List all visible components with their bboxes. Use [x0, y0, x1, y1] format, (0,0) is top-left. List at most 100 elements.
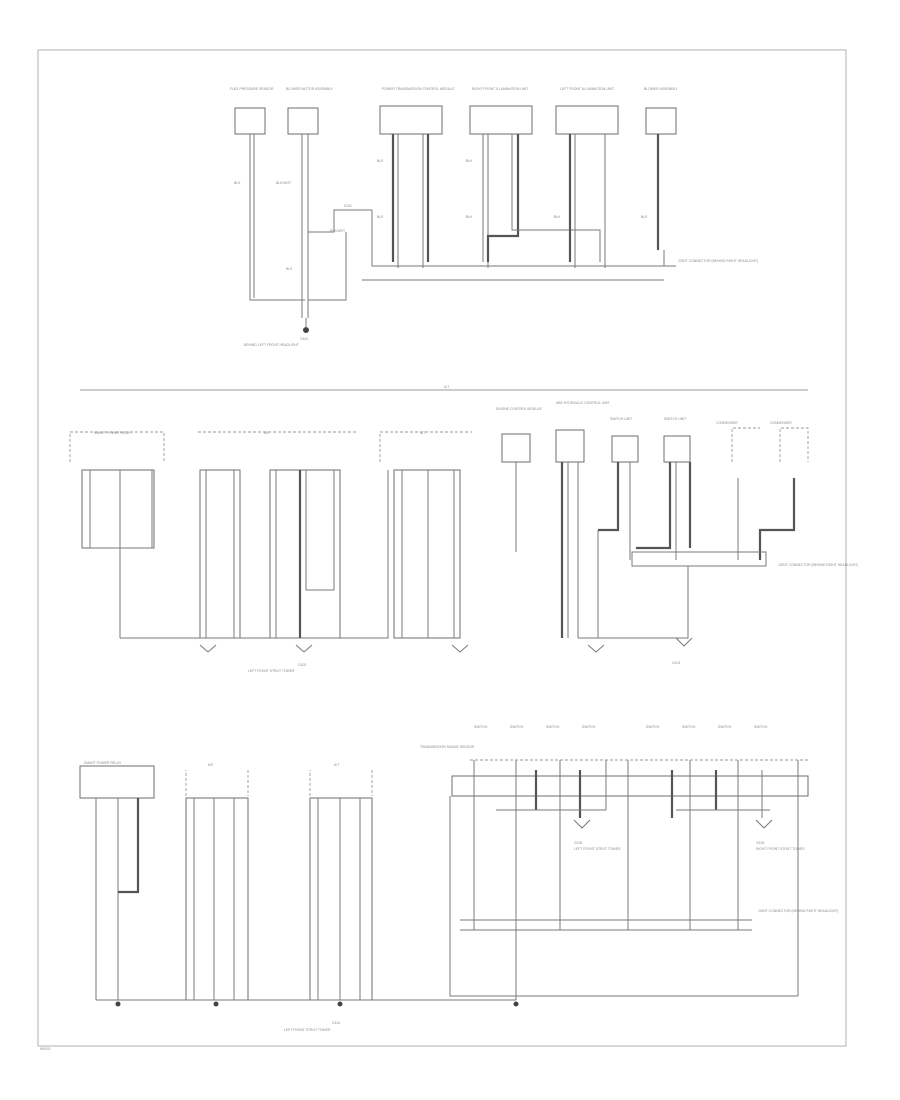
ground-description: BEHIND LEFT FRONT HEADLIGHT: [244, 343, 299, 347]
group-label: ENGINE CONTROL MODULE: [496, 407, 543, 411]
component-box: [555, 105, 619, 135]
ground-description: LEFT FRONT STRUT TOWER: [248, 669, 295, 673]
ground-point: [115, 1001, 121, 1007]
group-bracket: [69, 431, 165, 462]
ground-description: LEFT FRONT STRUT TOWER: [284, 1028, 331, 1032]
wire-label: BLK/WHT: [276, 181, 291, 185]
connector-note: JOINT CONNECTOR (BEHIND RIGHT HEADLIGHT): [778, 563, 858, 567]
component-label: BLOWER MOTOR ASSEMBLY: [286, 87, 334, 91]
ground-symbol: [573, 819, 591, 829]
wire: [631, 551, 767, 567]
component-box: [451, 775, 809, 797]
group-label: A/T: [334, 763, 339, 767]
ground-point: [213, 1001, 219, 1007]
wire: [120, 470, 389, 639]
divider-label: A/T: [444, 385, 449, 389]
connector-note: JOINT CONNECTOR (BEHIND RIGHT HEADLIGHT): [678, 259, 758, 263]
wire-label: BLK: [554, 215, 561, 219]
wire: [249, 134, 305, 301]
ground-symbol: [451, 644, 469, 653]
wire-label: BLK: [286, 267, 293, 271]
wire-label: BLK/WHT: [330, 229, 345, 233]
top-section: FUEL PRESSURE SENSOR BLOWER MOTOR ASSEMB…: [230, 87, 758, 347]
ground-label: G103: [672, 661, 680, 665]
component-box: [234, 107, 266, 135]
ground-symbol: [587, 644, 605, 653]
wire-label: BLK: [466, 215, 473, 219]
component-box: [79, 765, 155, 799]
ground-label: G104: [332, 1021, 340, 1025]
switch-label: SWITCH: [546, 725, 560, 729]
group-bracket: [185, 770, 249, 796]
wire: [449, 796, 798, 997]
component-box: [611, 435, 639, 463]
group-label: TRANSMISSION RANGE SENSOR: [420, 745, 475, 749]
ground-label: G106: [574, 841, 582, 845]
component-label: RIGHT FRONT ILLUMINATION UNIT: [472, 87, 528, 91]
diagram-frame: [37, 49, 847, 1047]
bottom-section: SMART POWER RELAY M/T A/T G104 LEFT FRON…: [79, 725, 838, 1032]
group-label: ABS HYDRAULIC CONTROL UNIT: [556, 401, 610, 405]
wire: [371, 210, 665, 267]
ground-symbol: [755, 819, 773, 829]
group-label: SMART POWER RELAY: [94, 431, 132, 435]
ground-label: G105: [756, 841, 764, 845]
group-bracket: [379, 431, 472, 462]
ground-label: G101: [300, 337, 308, 341]
wire-label: BLK: [377, 159, 384, 163]
component-box: [287, 107, 319, 135]
component-box: [269, 469, 341, 639]
wire-label: BLK: [641, 215, 648, 219]
component-box: [645, 107, 677, 135]
wire-label: BLK: [234, 181, 241, 185]
switch-label: SWITCH: [582, 725, 596, 729]
group-label: A/T: [420, 431, 425, 435]
switch-label: SWITCH: [646, 725, 660, 729]
wire: [511, 134, 601, 262]
ground-description: LEFT FRONT STRUT TOWER: [574, 847, 621, 851]
ground-point: [303, 327, 309, 333]
component-box: [663, 435, 691, 463]
component-box: [555, 429, 585, 463]
group-label: SMART POWER RELAY: [84, 761, 122, 765]
component-box: [379, 105, 443, 135]
group-label: SWITCH UNIT: [664, 417, 686, 421]
component-label: LEFT FRONT ILLUMINATION UNIT: [560, 87, 614, 91]
wire: [305, 470, 335, 591]
wire: [676, 566, 689, 639]
footer-code: W0001: [40, 1047, 51, 1051]
wire: [118, 798, 140, 894]
wire: [758, 478, 796, 560]
component-label: FUEL PRESSURE SENSOR: [230, 87, 274, 91]
wire: [308, 209, 372, 233]
wire: [460, 919, 752, 931]
component-box: [185, 797, 249, 1001]
middle-section: SMART POWER RELAY M/T A/T G102 LEFT FRON…: [69, 401, 858, 673]
group-bracket: [779, 427, 809, 462]
group-label: M/T: [264, 431, 270, 435]
group-label: CONDENSER: [716, 421, 738, 425]
component-box: [469, 105, 533, 135]
switch-label: SWITCH: [754, 725, 768, 729]
wire: [598, 462, 620, 532]
component-label: BLOWER ASSEMBLY: [644, 87, 678, 91]
wire-label: BLK: [377, 215, 384, 219]
connector-note: JOINT CONNECTOR (BEHIND RIGHT HEADLIGHT): [758, 909, 838, 913]
ground-point: [337, 1001, 343, 1007]
group-bracket: [731, 427, 760, 462]
ground-point: [513, 1001, 519, 1007]
component-box: [81, 469, 155, 549]
component-box: [501, 433, 531, 463]
component-box: [393, 469, 461, 639]
switch-label: SWITCH: [510, 725, 524, 729]
group-label: M/T: [208, 763, 214, 767]
component-box: [199, 469, 241, 639]
component-box: [309, 797, 373, 1001]
wire: [308, 232, 347, 301]
ground-description: RIGHT FRONT STRUT TOWER: [756, 847, 805, 851]
wire-label: BLK: [466, 159, 473, 163]
group-bracket: [309, 770, 373, 796]
component-label: POWER TRANSMISSION CONTROL MODULE: [382, 87, 455, 91]
switch-label: SWITCH: [718, 725, 732, 729]
